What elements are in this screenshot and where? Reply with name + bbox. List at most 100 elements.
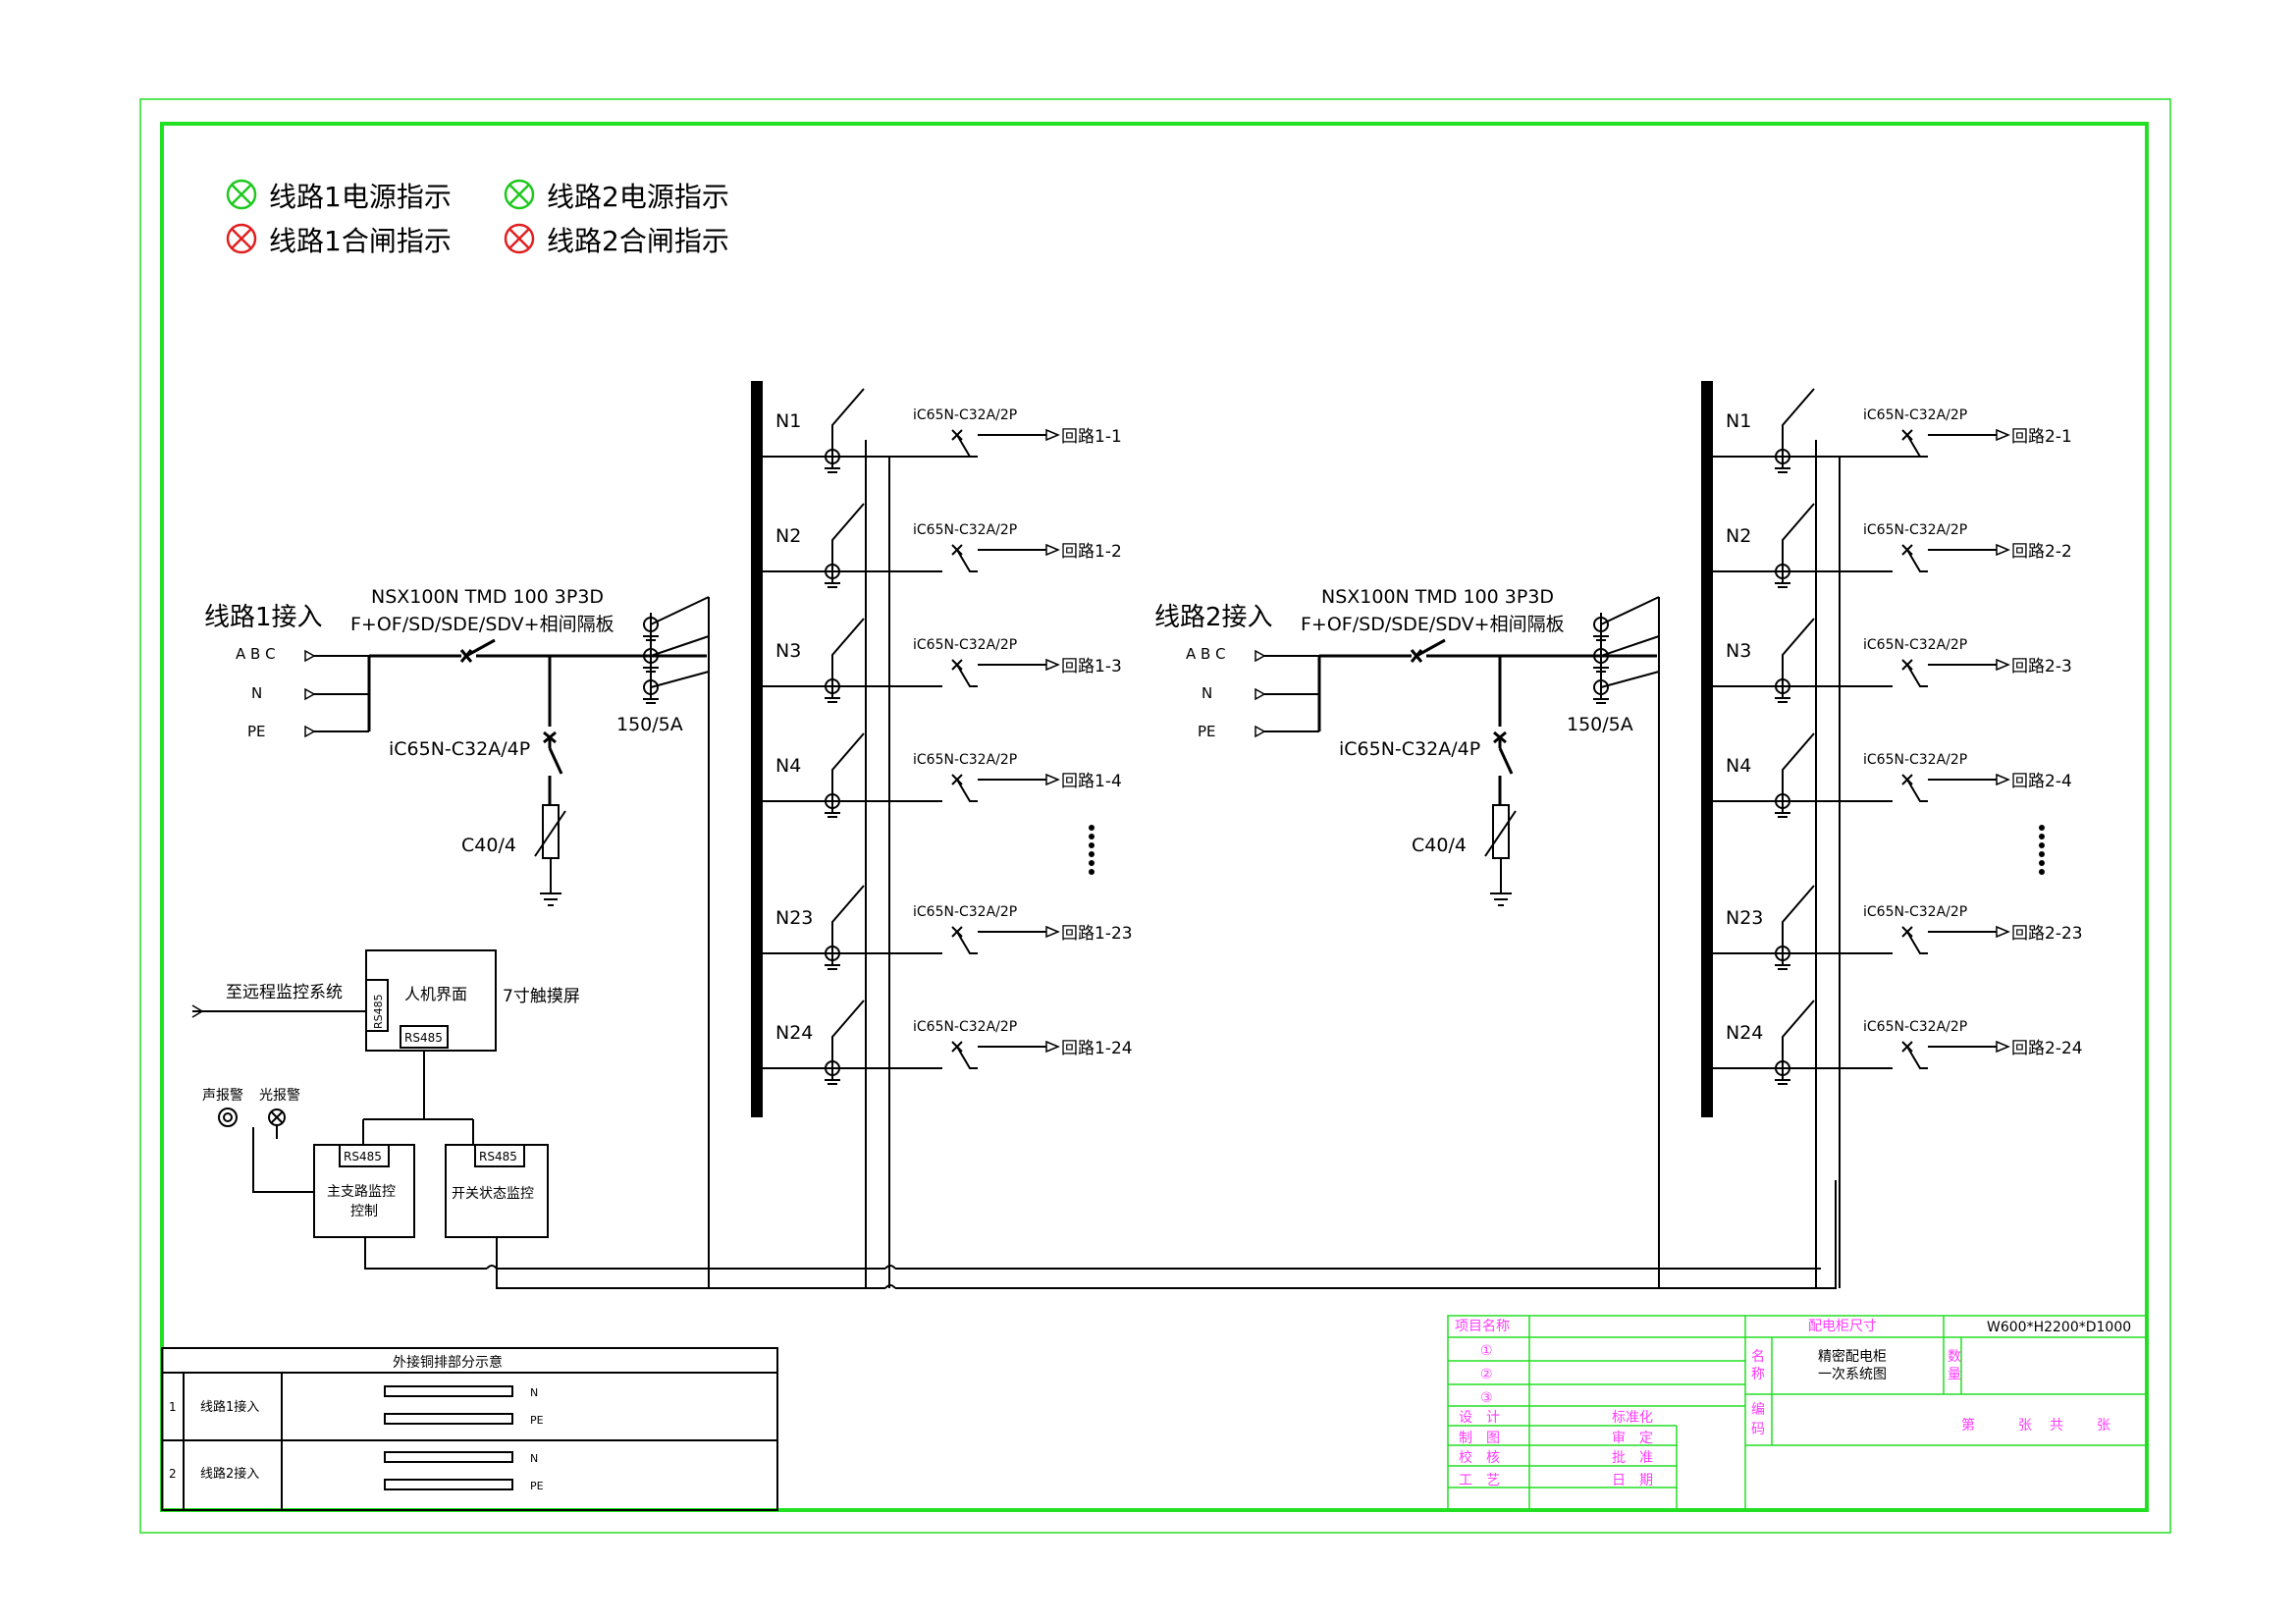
ellipsis-dot: [1089, 834, 1095, 839]
circuit-label: 回路1-23: [1061, 924, 1133, 944]
main-breaker-accessories: F+OF/SD/SDE/SDV+相间隔板: [350, 614, 614, 635]
branch-breaker-model: iC65N-C32A/2P: [1863, 1019, 1967, 1035]
row-name: 线路2接入: [200, 1466, 259, 1482]
branch-node-label: N1: [775, 410, 801, 432]
hmi-label: 人机界面: [404, 985, 467, 1003]
sound-alarm-label: 声报警: [202, 1088, 243, 1104]
main-breaker-model: NSX100N TMD 100 3P3D: [1321, 586, 1554, 608]
ellipsis-dot: [2039, 842, 2045, 848]
title-block: 项目名称 ① ② ③ 设 计 制 图 校 核 工 艺 标准化 审 定 批 准 日…: [1447, 1315, 2148, 1511]
spd-rating: C40/4: [461, 835, 516, 856]
phase-label: N: [1201, 684, 1212, 702]
spd-rating: C40/4: [1412, 835, 1467, 856]
code-label: 码: [1751, 1422, 1765, 1437]
ct-ratio: 150/5A: [616, 714, 683, 735]
terminal-icon: [1255, 725, 1266, 738]
legend-label: 线路1电源指示: [269, 181, 452, 213]
busbar-label: PE: [530, 1480, 544, 1492]
branch-breaker-model: iC65N-C32A/2P: [1863, 752, 1967, 768]
indicator-lamp-icon: [226, 179, 257, 210]
circuit-label: 回路1-24: [1061, 1039, 1133, 1058]
indicator-lamp-icon: [226, 223, 257, 254]
branch-breaker-model: iC65N-C32A/2P: [1863, 522, 1967, 538]
circuit-label: 回路2-1: [2011, 427, 2072, 447]
ellipsis-dot: [1089, 851, 1095, 857]
branch-node-label: N23: [1726, 907, 1763, 929]
output-arrow-icon: [1045, 925, 1060, 939]
role-label: 审 定: [1612, 1431, 1653, 1446]
row-number: 2: [169, 1467, 177, 1481]
legend: 线路1电源指示 线路2电源指示 线路1合闸指示 线路2合闸指示: [226, 179, 729, 257]
output-arrow-icon: [1996, 428, 2010, 442]
branch-node-label: N2: [1726, 525, 1751, 547]
output-arrow-icon: [1996, 658, 2010, 672]
circuit-label: 回路2-2: [2011, 542, 2072, 562]
circuit-label: 回路2-23: [2011, 924, 2083, 944]
branch-breaker-model: iC65N-C32A/2P: [913, 637, 1017, 653]
ellipsis-dot: [2039, 851, 2045, 857]
output-arrow-icon: [1996, 773, 2010, 786]
terminal-icon: [1255, 687, 1266, 701]
ellipsis-dot: [2039, 869, 2045, 875]
rs485-port: RS485: [372, 994, 385, 1029]
output-arrow-icon: [1045, 658, 1060, 672]
busbar-label: N: [530, 1386, 538, 1399]
branch-circuit: N23 iC65N-C32A/2P 回路1-23: [757, 885, 1133, 970]
monitoring-system: 至远程监控系统 RS485 人机界面 RS485 7寸触摸屏 声报警 光报警 R…: [191, 949, 1837, 1289]
outer-frame: [139, 98, 2171, 1534]
main-monitor-label: 控制: [350, 1204, 378, 1219]
circuit-label: 回路1-2: [1061, 542, 1122, 562]
main-monitor-label: 主支路监控: [327, 1184, 396, 1200]
ellipsis-dot: [2039, 825, 2045, 831]
spd-breaker-model: iC65N-C32A/4P: [389, 738, 530, 760]
light-alarm-label: 光报警: [259, 1088, 300, 1104]
qty-label: 数: [1948, 1349, 1961, 1365]
branch-node-label: N24: [775, 1022, 813, 1044]
drawing-name: 精密配电柜: [1818, 1348, 1887, 1365]
main-breaker-contact: [1415, 638, 1446, 658]
main-breaker-model: NSX100N TMD 100 3P3D: [371, 586, 604, 608]
row-number: 1: [169, 1400, 177, 1414]
branch-breaker-model: iC65N-C32A/2P: [913, 1019, 1017, 1035]
busbar-icon: [384, 1385, 513, 1397]
phase-label: A B C: [236, 645, 276, 663]
project-name-label: 项目名称: [1455, 1319, 1510, 1334]
branch-breaker-model: iC65N-C32A/2P: [1863, 637, 1967, 653]
role-label: 标准化: [1612, 1410, 1653, 1426]
circle-label: ②: [1480, 1367, 1493, 1382]
branch-node-label: N4: [775, 755, 801, 777]
remote-label: 至远程监控系统: [226, 983, 343, 1002]
busbar-table-title: 外接铜排部分示意: [393, 1354, 503, 1371]
line-title: 线路2接入: [1154, 603, 1273, 632]
branch-node-label: N23: [775, 907, 813, 929]
ellipsis-dot: [1089, 842, 1095, 848]
breaker-trip-icon: [1493, 730, 1507, 744]
branch-node-label: N2: [775, 525, 801, 547]
phase-label: PE: [1198, 723, 1216, 740]
ellipsis-dot: [1089, 825, 1095, 831]
legend-label: 线路2电源指示: [547, 181, 729, 213]
qty-label: 量: [1948, 1367, 1961, 1382]
rs485-port: RS485: [479, 1150, 517, 1163]
inner-frame: [160, 122, 2149, 1512]
rs485-port: RS485: [404, 1031, 443, 1045]
role-label: 工 艺: [1459, 1473, 1500, 1488]
role-label: 批 准: [1612, 1450, 1653, 1466]
circuit-label: 回路1-1: [1061, 427, 1122, 447]
circle-label: ①: [1480, 1343, 1493, 1359]
circle-label: ③: [1480, 1390, 1493, 1406]
legend-item: 线路2电源指示: [504, 179, 729, 213]
busbar-label: PE: [530, 1414, 544, 1427]
drawing-name: 一次系统图: [1818, 1367, 1887, 1382]
branch-breaker-model: iC65N-C32A/2P: [913, 904, 1017, 920]
main-breaker-accessories: F+OF/SD/SDE/SDV+相间隔板: [1301, 614, 1565, 635]
breaker-trip-icon: [543, 730, 557, 744]
legend-item: 线路2合闸指示: [504, 223, 729, 257]
